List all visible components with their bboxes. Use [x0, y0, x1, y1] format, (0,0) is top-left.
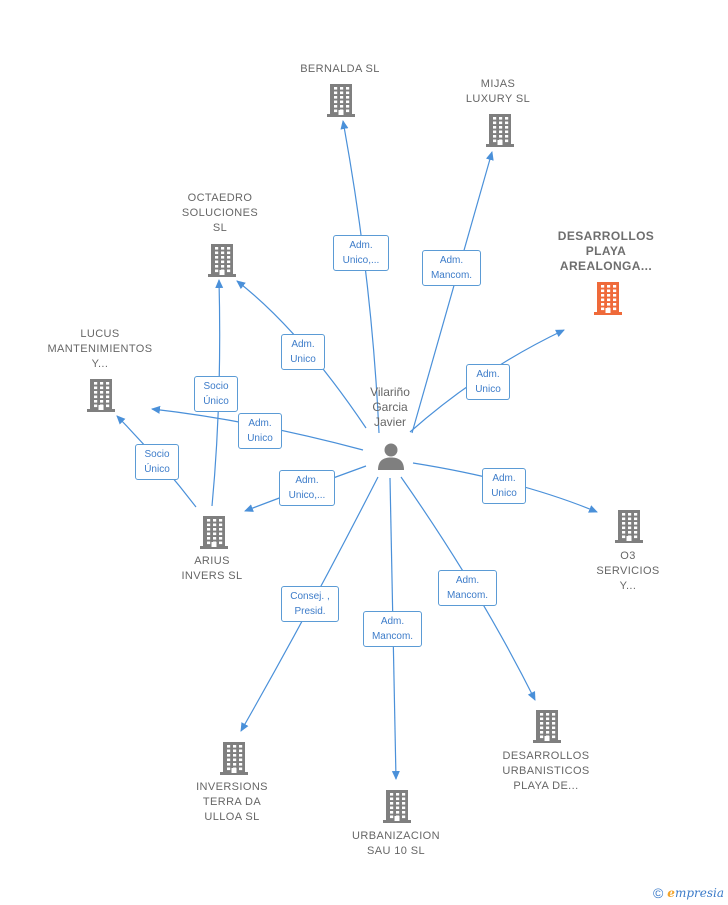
building-icon-desarrollos_playa[interactable] — [593, 280, 623, 321]
empresia-logo[interactable]: empresia — [667, 886, 724, 900]
copyright-icon: © — [652, 885, 664, 901]
building-icon-bernalda[interactable] — [326, 82, 356, 123]
relation-label-octaedro[interactable]: Adm. Unico — [281, 334, 325, 370]
company-name-desarrollos-urb[interactable]: DESARROLLOS URBANISTICOS PLAYA DE... — [502, 750, 590, 792]
company-name-o3[interactable]: O3 SERVICIOS Y... — [596, 550, 660, 592]
footer-brand: © empresia — [653, 885, 724, 901]
relation-label-o3[interactable]: Adm. Unico — [482, 468, 526, 504]
relation-label-inversions[interactable]: Consej. , Presid. — [281, 586, 339, 622]
relation-label-arius-lucus[interactable]: Socio Único — [135, 444, 179, 480]
relation-label-desarrollos-urb[interactable]: Adm. Mancom. — [438, 570, 497, 606]
relation-label-arius-octaedro[interactable]: Socio Único — [194, 376, 238, 412]
building-icon-o3[interactable] — [614, 508, 644, 549]
building-icon-lucus[interactable] — [86, 377, 116, 418]
person-icon[interactable] — [376, 441, 406, 476]
company-name-urbanizacion[interactable]: URBANIZACION SAU 10 SL — [352, 830, 440, 857]
relation-label-mijas[interactable]: Adm. Mancom. — [422, 250, 481, 286]
company-name-lucus[interactable]: LUCUS MANTENIMIENTOS Y... — [47, 328, 153, 370]
building-icon-mijas[interactable] — [485, 112, 515, 153]
building-icon-inversions[interactable] — [219, 740, 249, 781]
center-person-name[interactable]: Vilariño Garcia Javier — [370, 385, 410, 429]
building-icon-arius[interactable] — [199, 514, 229, 555]
building-icon-octaedro[interactable] — [207, 242, 237, 283]
relation-label-arius[interactable]: Adm. Unico,... — [279, 470, 335, 506]
relation-label-urbanizacion[interactable]: Adm. Mancom. — [363, 611, 422, 647]
company-name-octaedro[interactable]: OCTAEDRO SOLUCIONES SL — [181, 192, 259, 234]
relation-label-bernalda[interactable]: Adm. Unico,... — [333, 235, 389, 271]
building-icon-desarrollos_urb[interactable] — [532, 708, 562, 749]
company-name-arius[interactable]: ARIUS INVERS SL — [181, 555, 243, 582]
company-name-bernalda[interactable]: BERNALDA SL — [300, 63, 380, 75]
company-name-inversions[interactable]: INVERSIONS TERRA DA ULLOA SL — [196, 781, 268, 823]
edge-center-mijas — [411, 151, 494, 434]
relation-label-lucus[interactable]: Adm. Unico — [238, 413, 282, 449]
company-name-desarrollos-playa[interactable]: DESARROLLOS PLAYA AREALONGA... — [557, 229, 655, 273]
relation-label-desarrollos-playa[interactable]: Adm. Unico — [466, 364, 510, 400]
building-icon-urbanizacion[interactable] — [382, 788, 412, 829]
company-name-mijas[interactable]: MIJAS LUXURY SL — [465, 78, 531, 105]
edge-center-bernalda — [340, 120, 380, 434]
